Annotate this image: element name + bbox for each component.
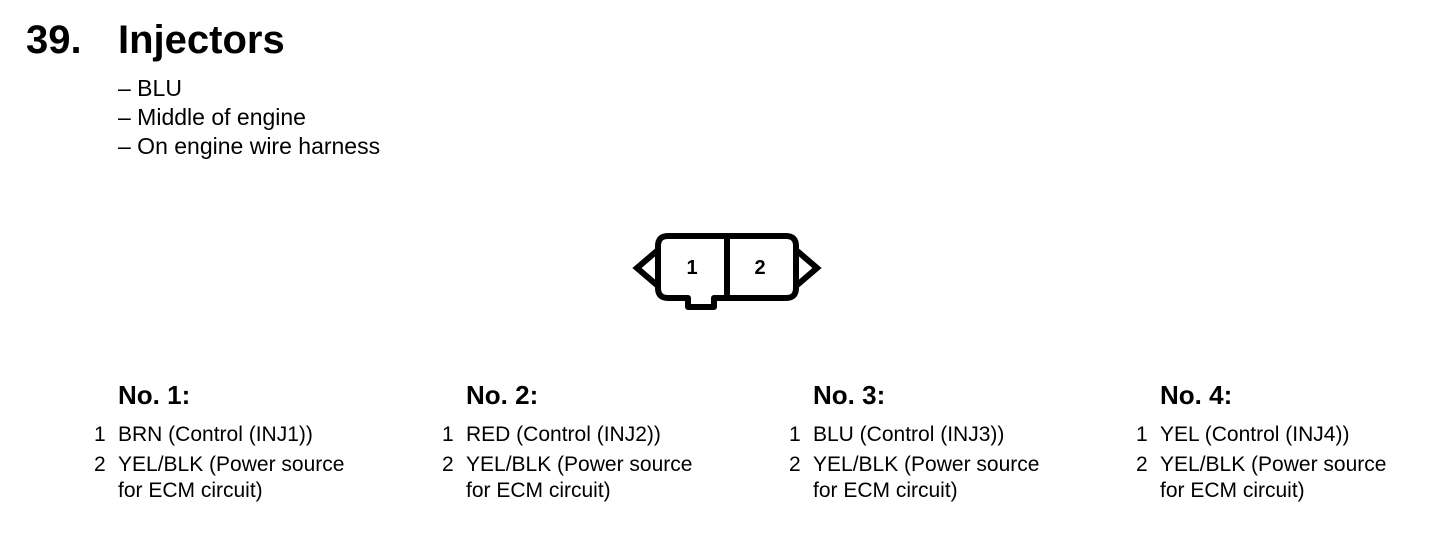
detail-location: – Middle of engine <box>118 104 306 130</box>
injector-heading: No. 1: <box>118 380 191 410</box>
pin-description-cont: for ECM circuit) <box>1160 479 1305 502</box>
pin-description: YEL/BLK (Power source <box>118 453 345 476</box>
pin-description-cont: for ECM circuit) <box>118 479 263 502</box>
pin-number: 1 <box>1136 423 1148 446</box>
pin-number: 2 <box>1136 453 1148 476</box>
detail-harness: – On engine wire harness <box>118 133 381 159</box>
connector-pin-2: 2 <box>754 257 765 279</box>
detail-color: – BLU <box>118 75 182 101</box>
pin-description: YEL/BLK (Power source <box>813 453 1040 476</box>
injector-heading: No. 4: <box>1160 380 1233 410</box>
component-details: – BLU – Middle of engine – On engine wir… <box>118 74 380 161</box>
pin-description: BLU (Control (INJ3)) <box>813 423 1005 446</box>
pin-description: BRN (Control (INJ1)) <box>118 423 313 446</box>
pin-number: 1 <box>94 423 106 446</box>
section-number: 39. <box>26 18 82 62</box>
pin-description-cont: for ECM circuit) <box>813 479 958 502</box>
pin-number: 2 <box>442 453 454 476</box>
connector-right-tab <box>793 243 822 293</box>
pin-number: 2 <box>94 453 106 476</box>
connector-body <box>655 233 799 310</box>
pin-number: 1 <box>789 423 801 446</box>
pin-description: YEL (Control (INJ4)) <box>1160 423 1350 446</box>
injector-heading: No. 2: <box>466 380 539 410</box>
pin-description-cont: for ECM circuit) <box>466 479 611 502</box>
pin-number: 1 <box>442 423 454 446</box>
connector-diagram: 1 2 <box>632 233 822 310</box>
pin-number: 2 <box>789 453 801 476</box>
connector-pin-1: 1 <box>686 257 697 279</box>
injector-heading: No. 3: <box>813 380 886 410</box>
pin-description: RED (Control (INJ2)) <box>466 423 661 446</box>
pin-description: YEL/BLK (Power source <box>1160 453 1387 476</box>
pin-description: YEL/BLK (Power source <box>466 453 693 476</box>
page-title: Injectors <box>118 18 285 62</box>
connector-left-tab <box>632 243 661 293</box>
